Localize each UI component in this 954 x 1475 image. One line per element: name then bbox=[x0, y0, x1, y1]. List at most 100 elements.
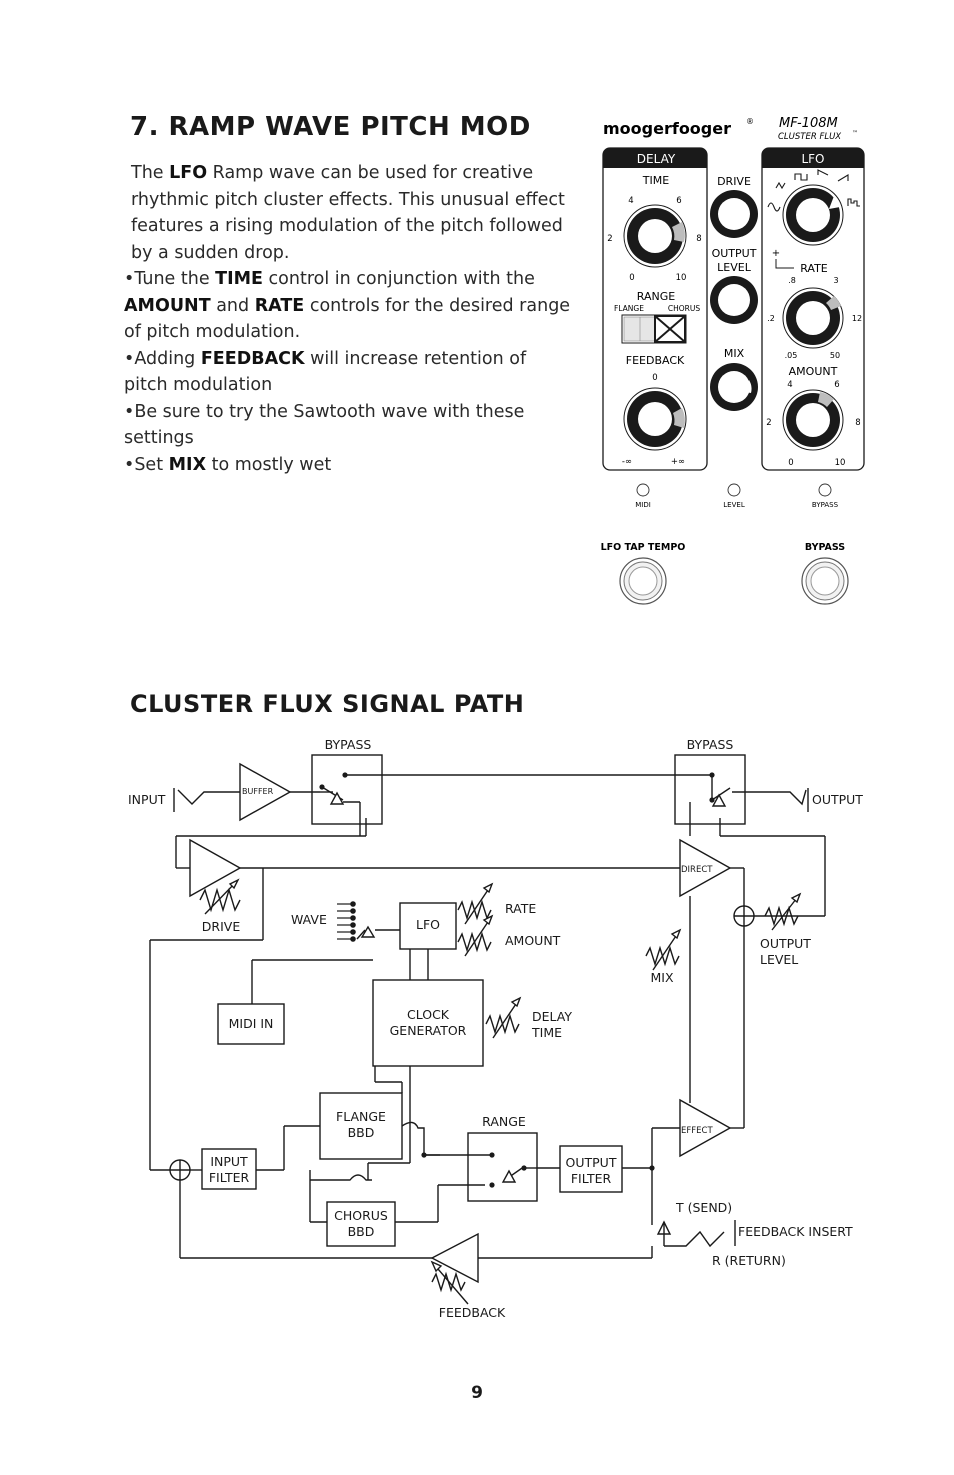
knob-indicator bbox=[826, 296, 841, 310]
svg-text:DRIVE: DRIVE bbox=[202, 919, 241, 934]
svg-text:LEVEL: LEVEL bbox=[760, 952, 798, 967]
triangle-icon bbox=[775, 181, 786, 190]
svg-text:4: 4 bbox=[787, 380, 792, 390]
svg-text:0: 0 bbox=[652, 373, 657, 383]
svg-text:-∞: -∞ bbox=[622, 457, 632, 467]
svg-text:OUTPUT: OUTPUT bbox=[812, 792, 863, 807]
rate-plus: + bbox=[772, 248, 780, 259]
svg-text:DELAY: DELAY bbox=[532, 1009, 572, 1024]
svg-text:.05: .05 bbox=[785, 351, 798, 360]
svg-text:OUTPUT: OUTPUT bbox=[566, 1155, 617, 1170]
signal-path-title: CLUSTER FLUX SIGNAL PATH bbox=[130, 690, 525, 718]
svg-text:DIRECT: DIRECT bbox=[681, 865, 713, 875]
bypass-footswitch[interactable] bbox=[801, 557, 849, 605]
buffer-amp bbox=[239, 762, 292, 822]
output-level-label-1: OUTPUT bbox=[712, 247, 757, 260]
delay-header: DELAY bbox=[637, 152, 676, 166]
bullet-item: •Adding FEEDBACK will increase retention… bbox=[124, 348, 527, 396]
bullet-item: •Set MIX to mostly wet bbox=[124, 454, 332, 475]
output-level-pot bbox=[764, 892, 802, 931]
output-level-knob[interactable] bbox=[710, 276, 758, 324]
feedback-knob[interactable] bbox=[623, 387, 687, 451]
svg-text:FILTER: FILTER bbox=[571, 1171, 612, 1186]
product-mark: ™ bbox=[852, 130, 858, 137]
range-label: RANGE bbox=[637, 290, 675, 303]
square-icon bbox=[794, 173, 808, 181]
wave-icons bbox=[767, 169, 860, 212]
page-number: 9 bbox=[471, 1383, 483, 1403]
range-switch[interactable] bbox=[621, 314, 687, 344]
svg-text:10: 10 bbox=[676, 273, 687, 283]
sample-hold-icon bbox=[847, 198, 860, 207]
svg-text:0: 0 bbox=[788, 458, 793, 468]
svg-text:MIDI IN: MIDI IN bbox=[229, 1016, 274, 1031]
lfo-tap-tempo-footswitch[interactable] bbox=[619, 557, 667, 605]
svg-text:CLOCK: CLOCK bbox=[407, 1007, 450, 1022]
midi-in-block bbox=[217, 1003, 285, 1045]
svg-text:2: 2 bbox=[607, 234, 612, 244]
lfo-tap-tempo-label: LFO TAP TEMPO bbox=[601, 542, 686, 553]
svg-text:WAVE: WAVE bbox=[291, 912, 327, 927]
drive-pot bbox=[199, 878, 241, 915]
intro-paragraph: The LFO Ramp wave can be used for creati… bbox=[131, 163, 565, 263]
knob-indicator bbox=[818, 392, 834, 407]
sine-icon bbox=[767, 202, 781, 212]
potentiometers bbox=[199, 878, 802, 1305]
svg-text:LFO: LFO bbox=[416, 917, 440, 932]
svg-text:0: 0 bbox=[629, 273, 634, 283]
wave-knob[interactable] bbox=[782, 184, 844, 246]
svg-text:BYPASS: BYPASS bbox=[325, 737, 372, 752]
range-switch-block bbox=[467, 1132, 538, 1202]
svg-text:R (RETURN): R (RETURN) bbox=[712, 1253, 786, 1268]
lfo-header: LFO bbox=[801, 152, 824, 166]
feedback-pot bbox=[430, 1260, 469, 1305]
output-filter-block bbox=[559, 1145, 623, 1193]
level-led: LEVEL bbox=[723, 483, 745, 509]
chorus-bbd-block bbox=[326, 1201, 396, 1247]
drive-label: DRIVE bbox=[717, 175, 751, 188]
svg-text:FLANGE: FLANGE bbox=[336, 1109, 386, 1124]
time-label: TIME bbox=[642, 174, 669, 187]
svg-text:+∞: +∞ bbox=[671, 457, 685, 467]
mix-knob[interactable] bbox=[710, 363, 758, 411]
amount-pot bbox=[457, 914, 494, 957]
ramp-icon bbox=[817, 169, 829, 176]
svg-text:.2: .2 bbox=[767, 314, 775, 323]
delay-section: DELAY TIME 4 6 2 8 0 10 RANGE FLANGE CHO… bbox=[602, 147, 708, 471]
switch-arrows bbox=[329, 791, 727, 1183]
svg-text:FLANGE: FLANGE bbox=[614, 304, 644, 313]
drive-amp bbox=[189, 838, 242, 898]
svg-text:50: 50 bbox=[830, 351, 840, 360]
svg-text:OUTPUT: OUTPUT bbox=[760, 936, 811, 951]
svg-text:BUFFER: BUFFER bbox=[242, 787, 274, 796]
svg-text:CHORUS: CHORUS bbox=[334, 1208, 388, 1223]
amount-knob[interactable] bbox=[782, 389, 844, 451]
clock-generator-block bbox=[372, 979, 484, 1067]
svg-text:FEEDBACK INSERT: FEEDBACK INSERT bbox=[738, 1224, 853, 1239]
svg-text:GENERATOR: GENERATOR bbox=[390, 1023, 467, 1038]
svg-text:MIDI: MIDI bbox=[635, 501, 651, 509]
svg-text:LEVEL: LEVEL bbox=[723, 501, 745, 509]
svg-text:RANGE: RANGE bbox=[482, 1114, 526, 1129]
rate-knob[interactable] bbox=[782, 287, 844, 349]
front-panel-illustration: moogerfooger ® MF-108M CLUSTER FLUX ™ DE… bbox=[601, 116, 865, 605]
svg-text:BYPASS: BYPASS bbox=[687, 737, 734, 752]
direct-amp bbox=[679, 838, 732, 898]
bypass-switch-left bbox=[311, 754, 383, 825]
sawtooth-icon bbox=[837, 174, 849, 182]
model-number: MF-108M bbox=[779, 116, 838, 131]
section-title: 7. RAMP WAVE PITCH MOD bbox=[130, 112, 531, 142]
time-knob[interactable] bbox=[623, 204, 687, 268]
svg-text:4: 4 bbox=[628, 196, 633, 206]
wave-selector bbox=[337, 901, 356, 942]
svg-text:6: 6 bbox=[834, 380, 839, 390]
svg-text:.8: .8 bbox=[788, 276, 796, 285]
rate-label: RATE bbox=[800, 262, 828, 275]
drive-knob[interactable] bbox=[710, 190, 758, 238]
instructions-text: The LFO Ramp wave can be used for creati… bbox=[124, 160, 574, 478]
svg-text:8: 8 bbox=[696, 234, 701, 244]
svg-text:T (SEND): T (SEND) bbox=[675, 1200, 732, 1215]
brand-logo: moogerfooger bbox=[603, 119, 731, 138]
svg-text:EFFECT: EFFECT bbox=[681, 1126, 713, 1136]
